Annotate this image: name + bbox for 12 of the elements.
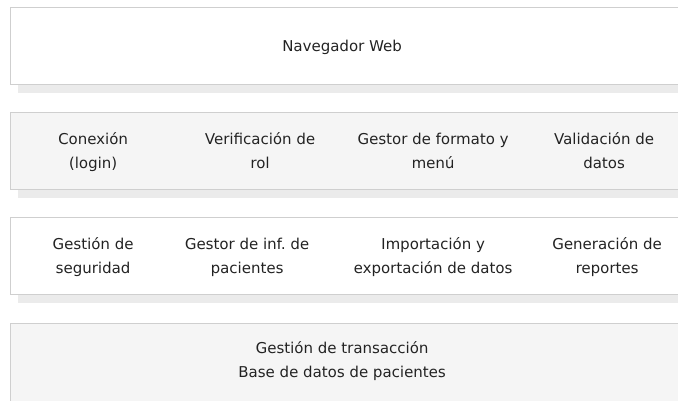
layer-band — [10, 323, 678, 401]
layer-label: Navegador Web — [281, 36, 403, 56]
layer-label: Verificación de rol — [204, 128, 316, 174]
layer-label: Conexión (login) — [57, 128, 129, 174]
layer-label: Gestión de transacción — [254, 338, 430, 359]
layer-label: Gestor de formato y menú — [356, 128, 510, 174]
layer-label: Base de datos de pacientes — [237, 362, 447, 383]
layer-label: Validación de datos — [553, 128, 655, 174]
layer-label: Gestor de inf. de pacientes — [184, 234, 310, 278]
layer-label: Importación y exportación de datos — [352, 234, 514, 278]
layer-label: Generación de reportes — [551, 234, 663, 278]
layer-label: Gestión de seguridad — [52, 234, 134, 278]
